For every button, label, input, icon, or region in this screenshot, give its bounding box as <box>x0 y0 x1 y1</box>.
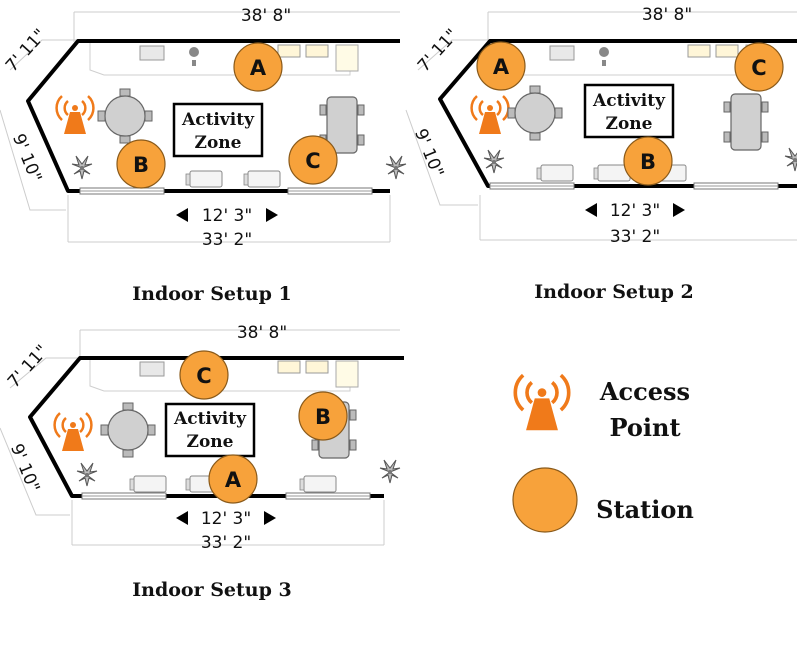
plant-icon <box>76 462 98 487</box>
dim-top: 38' 8" <box>241 6 291 26</box>
dim-left-lower: 9' 10" <box>6 441 43 495</box>
svg-text:12' 3": 12' 3" <box>201 509 251 529</box>
svg-text:C: C <box>305 149 320 173</box>
plant-icon <box>379 459 401 484</box>
activity-zone-line1: Activity <box>181 110 255 130</box>
dim-bottom-inner: 12' 3" <box>176 509 276 529</box>
window-1 <box>489 182 575 190</box>
plant-icon <box>483 149 505 174</box>
svg-text:12' 3": 12' 3" <box>202 206 252 226</box>
sofa <box>129 475 167 493</box>
legend-station-icon <box>512 467 578 533</box>
svg-text:B: B <box>133 153 149 177</box>
room-walls <box>26 39 400 193</box>
setup-caption: Indoor Setup 1 <box>132 283 291 305</box>
svg-text:A: A <box>225 468 242 492</box>
activity-zone-line2: Zone <box>606 114 653 134</box>
activity-zone-line1: Activity <box>173 409 247 429</box>
station-a: A <box>476 41 526 91</box>
svg-text:C: C <box>751 56 766 80</box>
room-walls <box>438 39 797 188</box>
access-point-icon <box>53 411 93 453</box>
window-2 <box>285 492 371 500</box>
dim-bottom-outer: 33' 2" <box>610 227 660 247</box>
svg-text:12' 3": 12' 3" <box>610 201 660 221</box>
legend-access-point-line1: Access <box>599 377 690 406</box>
access-point-icon <box>55 94 95 136</box>
activity-zone-box <box>164 402 256 458</box>
legend-access-point-icon <box>513 373 571 433</box>
station-c: C <box>734 42 784 92</box>
legend: Access Point Station <box>512 373 694 533</box>
station-b: B <box>298 391 348 441</box>
dimension-lines <box>0 329 400 546</box>
station-c: C <box>288 135 338 185</box>
plant-icon <box>784 147 797 172</box>
dim-left-lower: 9' 10" <box>8 131 45 185</box>
dim-bottom-inner: 12' 3" <box>176 206 278 226</box>
sofa <box>536 164 574 182</box>
sofa <box>185 170 223 188</box>
activity-zone-line1: Activity <box>592 91 666 111</box>
dim-top: 38' 8" <box>642 5 692 25</box>
dim-bottom-outer: 33' 2" <box>201 533 251 553</box>
setup-caption: Indoor Setup 2 <box>534 281 693 303</box>
station-a: A <box>233 42 283 92</box>
sofa <box>299 475 337 493</box>
activity-zone-box <box>172 102 264 158</box>
svg-text:B: B <box>315 405 331 429</box>
setup-1: Activity Zone A B C 38' 8" 7' 11" 9' 10"… <box>0 6 407 305</box>
plant-icon <box>385 155 407 180</box>
dim-left-lower: 9' 10" <box>410 126 447 180</box>
kitchen-counter <box>89 41 359 76</box>
legend-station-label: Station <box>596 495 694 524</box>
window-1 <box>79 187 165 195</box>
plant-icon <box>71 155 93 180</box>
setup-2: Activity Zone A B C 38' 8" 7' 11" 9' 10"… <box>405 5 797 303</box>
rect-table <box>723 93 769 151</box>
station-b: B <box>623 136 673 186</box>
station-b: B <box>116 139 166 189</box>
sofa <box>243 170 281 188</box>
dimension-lines <box>0 11 400 243</box>
window-2 <box>693 182 779 190</box>
activity-zone-line2: Zone <box>195 133 242 153</box>
station-a: A <box>208 454 258 504</box>
setup-3: Activity Zone A B C 38' 8" 7' 11" 9' 10"… <box>0 323 404 601</box>
dimension-lines <box>405 11 797 241</box>
round-table <box>100 402 156 458</box>
activity-zone-box <box>583 83 675 139</box>
round-table <box>507 85 563 141</box>
activity-zone-line2: Zone <box>187 432 234 452</box>
kitchen-counter <box>499 41 769 76</box>
window-2 <box>287 187 373 195</box>
dim-bottom-inner: 12' 3" <box>585 201 685 221</box>
window-1 <box>81 492 167 500</box>
svg-text:A: A <box>493 55 510 79</box>
round-table <box>97 88 153 144</box>
legend-access-point-line2: Point <box>609 413 680 442</box>
dim-bottom-outer: 33' 2" <box>202 230 252 250</box>
access-point-icon <box>470 94 510 136</box>
dim-left-upper: 7' 11" <box>4 341 53 392</box>
station-c: C <box>179 350 229 400</box>
svg-text:B: B <box>640 150 656 174</box>
dim-left-upper: 7' 11" <box>2 25 51 76</box>
dim-left-upper: 7' 11" <box>414 25 463 76</box>
dim-top: 38' 8" <box>237 323 287 343</box>
svg-text:A: A <box>250 56 267 80</box>
setup-caption: Indoor Setup 3 <box>132 579 291 601</box>
svg-text:C: C <box>196 364 211 388</box>
